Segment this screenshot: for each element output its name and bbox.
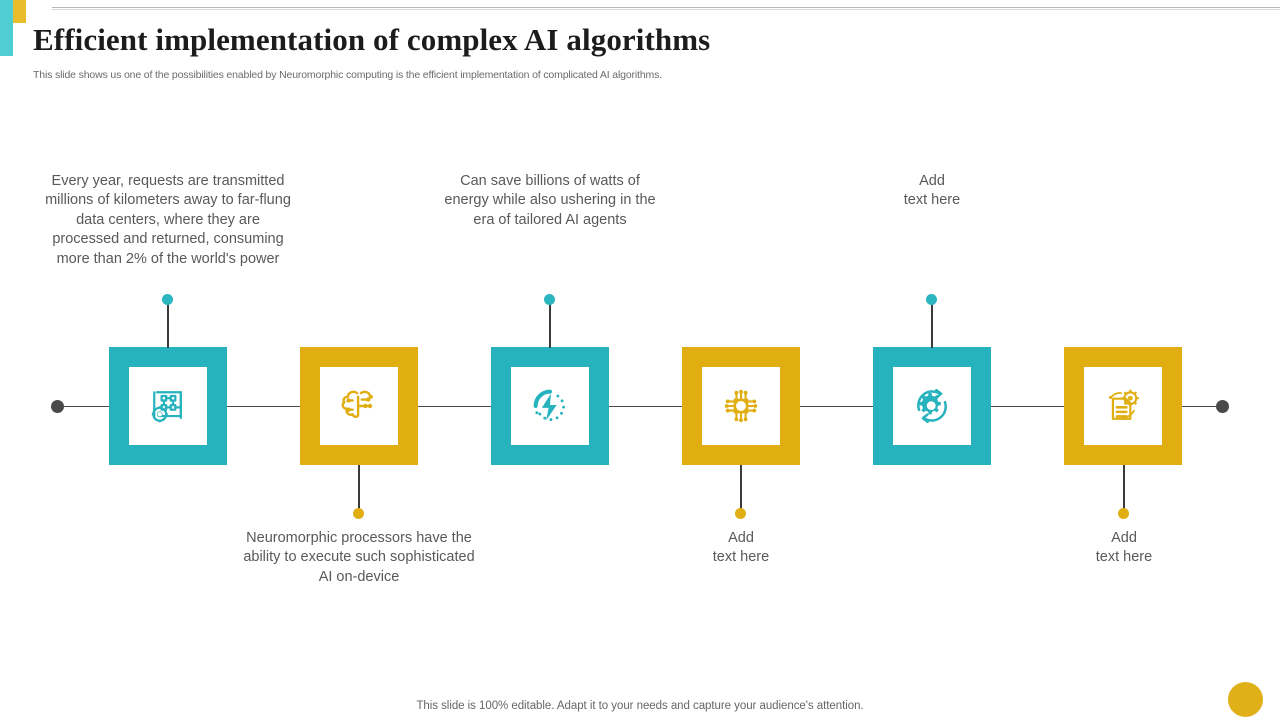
node-frame-1 [109,347,227,465]
node-frame-6 [1064,347,1182,465]
blueprint-gear-icon [151,391,182,423]
corner-accent-circle [1228,682,1263,717]
stem-dot-node-6 [1118,508,1129,519]
document-gear-icon [1108,389,1139,420]
accent-square-yellow [13,0,26,23]
caption-node-4: Add text here [712,530,770,566]
timeline-spine [57,406,1223,408]
stem-node-4 [740,465,742,511]
node-frame-2 [300,347,418,465]
timeline-end-dot-right [1216,400,1229,413]
timeline-end-dot-left [51,400,64,413]
timeline-node-2[interactable] [300,347,418,465]
stem-dot-node-2 [353,508,364,519]
microchip-icon [724,389,758,423]
node-frame-3 [491,347,609,465]
stem-node-5 [931,302,933,348]
caption-node-6: Add text here [1095,530,1153,566]
node-icon-wrap-4 [702,367,780,445]
node-frame-5 [873,347,991,465]
energy-bolt-icon [533,389,566,422]
timeline-node-1[interactable] [109,347,227,465]
caption-node-2: Neuromorphic processors have the ability… [243,530,475,585]
node-icon-wrap-3 [511,367,589,445]
stem-node-2 [358,465,360,511]
neural-brain-circuit-icon [341,390,373,419]
caption-node-3: Can save billions of watts of energy whi… [444,173,656,228]
node-icon-wrap-6 [1084,367,1162,445]
timeline-node-6[interactable] [1064,347,1182,465]
node-icon-wrap-5 [893,367,971,445]
accent-bar-teal [0,0,13,56]
node-frame-4 [682,347,800,465]
timeline-node-3[interactable] [491,347,609,465]
page-subtitle: This slide shows us one of the possibili… [33,69,662,81]
timeline-node-4[interactable] [682,347,800,465]
stem-node-3 [549,302,551,348]
stem-dot-node-5 [926,294,937,305]
stem-dot-node-3 [544,294,555,305]
page-title: Efficient implementation of complex AI a… [33,22,711,57]
gear-refresh-icon [917,388,947,424]
stem-dot-node-1 [162,294,173,305]
caption-node-5: Add text here [903,173,961,209]
top-rule-secondary [52,9,1280,10]
stem-node-1 [167,302,169,348]
top-rule [52,7,1280,8]
stem-node-6 [1123,465,1125,511]
node-icon-wrap-1 [129,367,207,445]
caption-node-1: Every year, requests are transmitted mil… [45,173,291,267]
node-icon-wrap-2 [320,367,398,445]
footer-note: This slide is 100% editable. Adapt it to… [416,700,864,712]
stem-dot-node-4 [735,508,746,519]
timeline-node-5[interactable] [873,347,991,465]
